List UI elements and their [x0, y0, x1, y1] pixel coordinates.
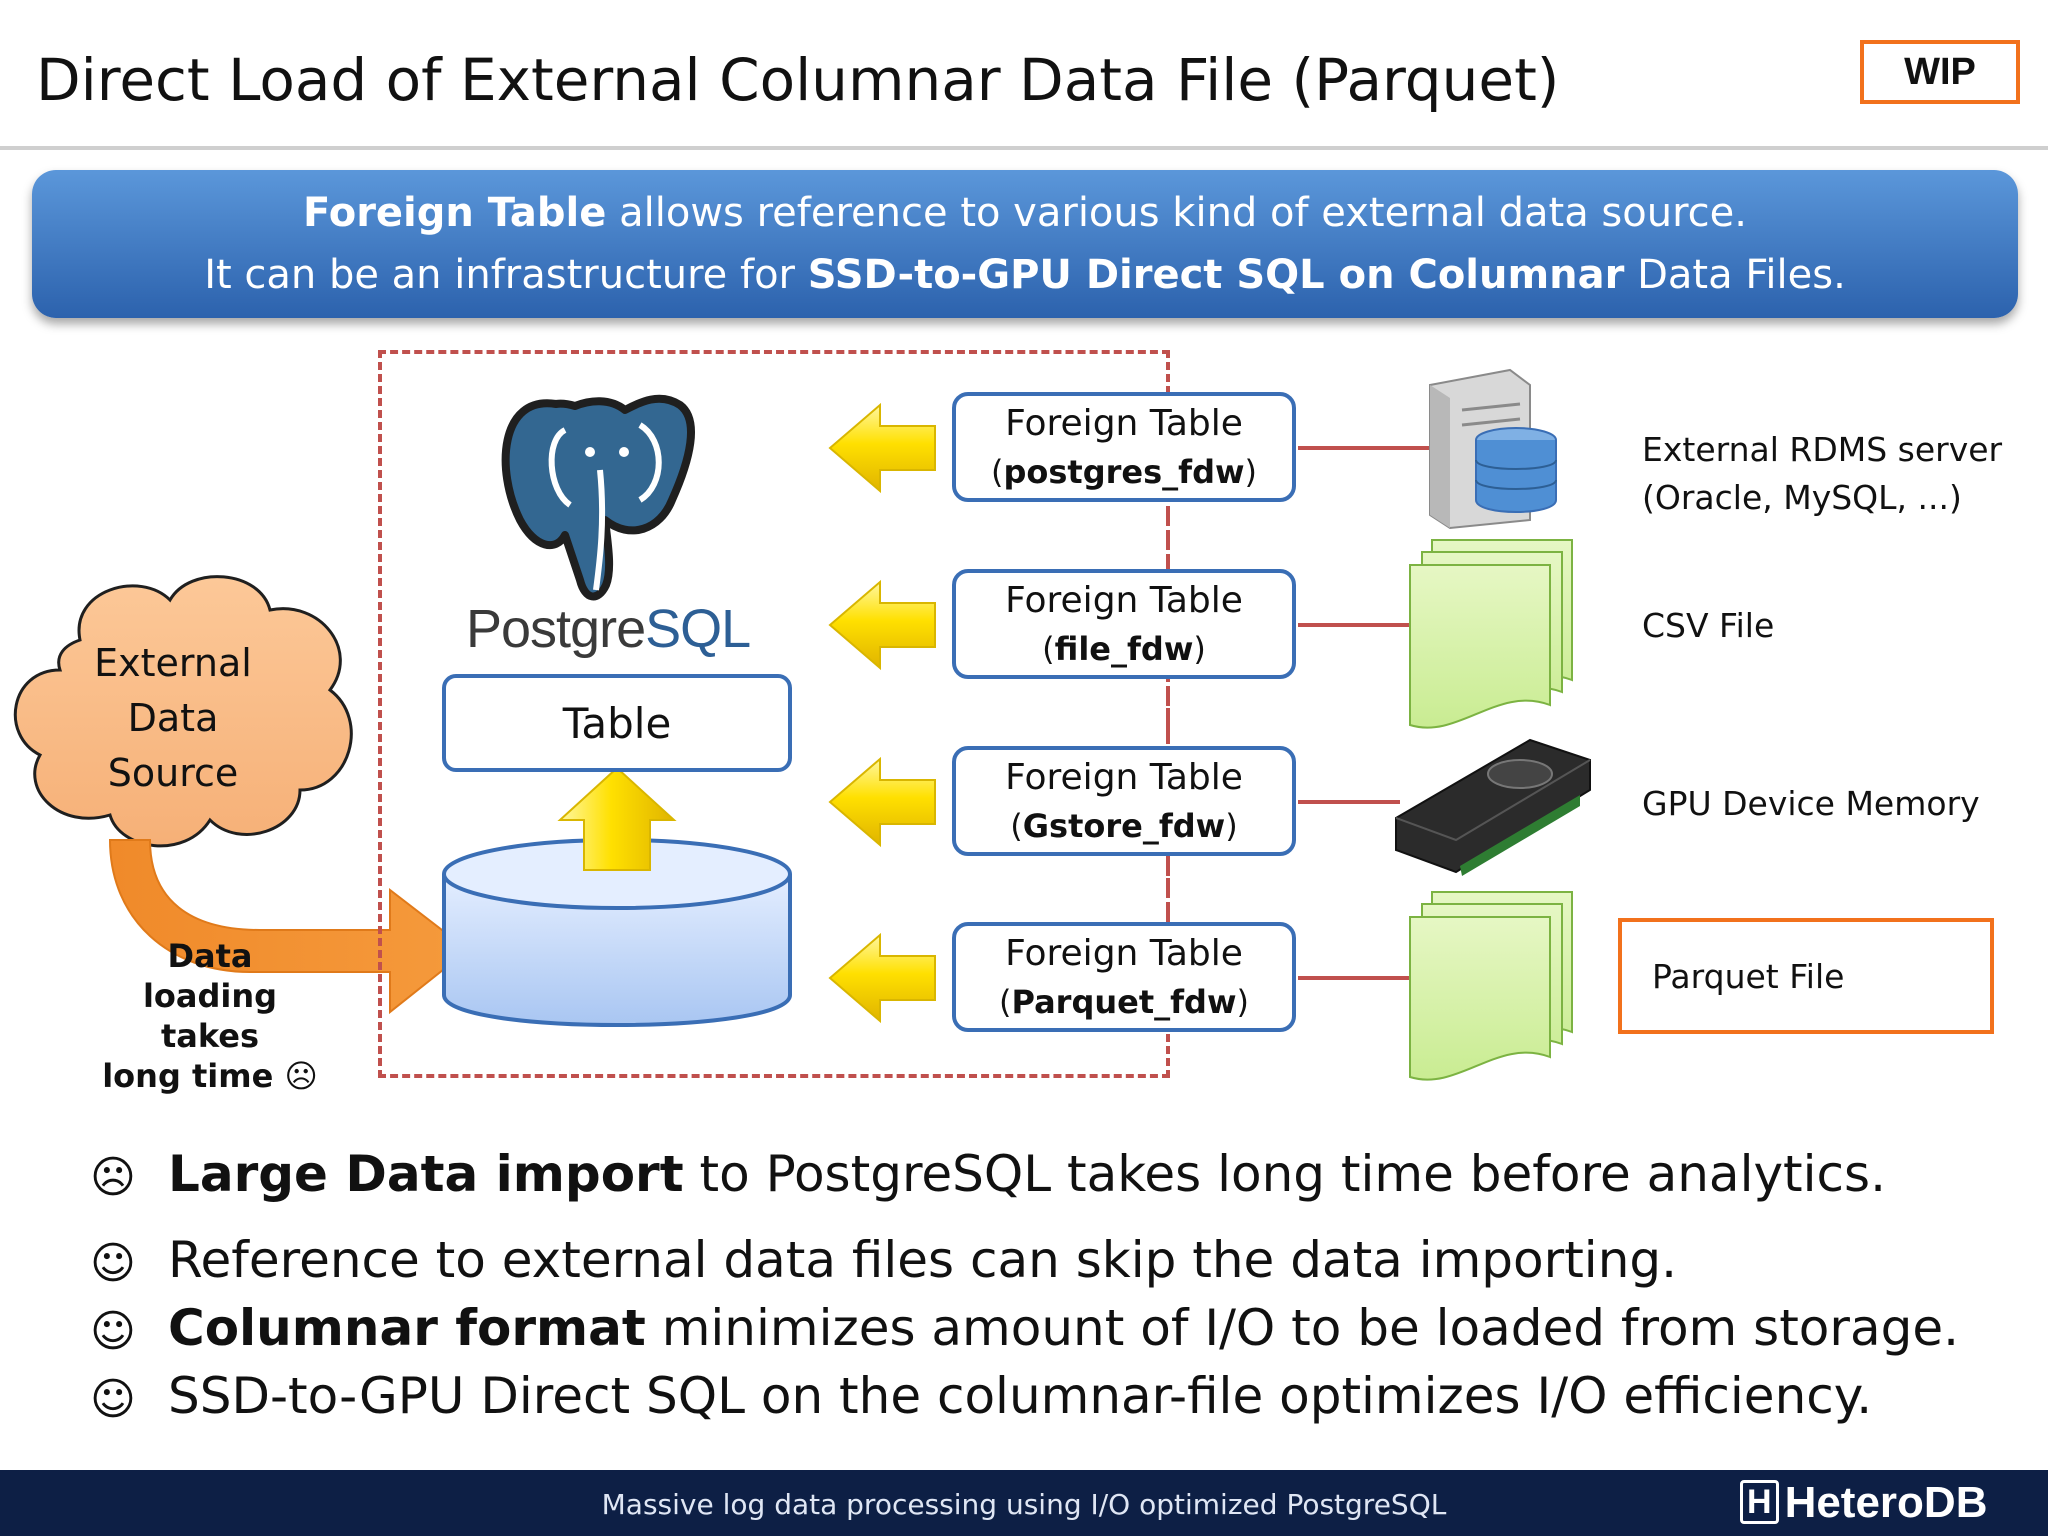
external-data-source-label: External Data Source — [60, 636, 286, 801]
bullet-text: minimizes amount of I/O to be loaded fro… — [646, 1299, 1959, 1357]
foreign-table-title: Foreign Table — [956, 930, 1292, 978]
smile-icon: ☺ — [90, 1300, 144, 1364]
paren-close: ) — [1245, 453, 1257, 491]
gpu-card-icon — [1396, 740, 1590, 876]
fdw-name: file_fdw — [1055, 630, 1194, 668]
heterodb-logo-text: HeteroDB — [1785, 1478, 1988, 1527]
loading-line-2: takes — [100, 1016, 320, 1056]
bullet-item: ☺ Reference to external data files can sk… — [90, 1228, 1677, 1296]
source-label-csv: CSV File — [1642, 602, 1774, 650]
frown-icon: ☹ — [90, 1146, 144, 1210]
bullet-text: Reference to external data files can ski… — [168, 1231, 1677, 1289]
fdw-name: postgres_fdw — [1003, 453, 1244, 491]
data-loading-note: Data loading takes long time ☹ — [100, 936, 320, 1096]
wordmark-part-a: Postgre — [466, 599, 645, 659]
table-box: Table — [442, 674, 792, 772]
source-line: External RDMS server — [1642, 426, 2002, 474]
bullet-item: ☺ Columnar format minimizes amount of I/O… — [90, 1296, 1959, 1364]
paren-close: ) — [1237, 983, 1249, 1021]
smile-icon: ☺ — [90, 1232, 144, 1296]
bullet-text: to PostgreSQL takes long time before ana… — [684, 1145, 1886, 1203]
foreign-table-file-fdw: Foreign Table (file_fdw) — [952, 569, 1296, 679]
cloud-line-2: Data — [60, 691, 286, 746]
foreign-table-title: Foreign Table — [956, 400, 1292, 448]
parquet-file-stack-icon — [1410, 892, 1572, 1080]
wordmark-part-b: SQL — [645, 599, 750, 659]
paren-close: ) — [1193, 630, 1205, 668]
loading-line-3: long time ☹ — [100, 1056, 320, 1096]
paren-open: ( — [991, 453, 1003, 491]
foreign-table-title: Foreign Table — [956, 577, 1292, 625]
paren-close: ) — [1225, 807, 1237, 845]
foreign-table-postgres-fdw: Foreign Table (postgres_fdw) — [952, 392, 1296, 502]
foreign-table-parquet-fdw: Foreign Table (Parquet_fdw) — [952, 922, 1296, 1032]
source-label-rdms: External RDMS server (Oracle, MySQL, ...… — [1642, 426, 2002, 522]
bullet-bold: Large Data import — [168, 1145, 684, 1203]
source-line: (Oracle, MySQL, ...) — [1642, 474, 2002, 522]
postgresql-wordmark: PostgreSQL — [466, 598, 750, 660]
cloud-line-3: Source — [60, 746, 286, 801]
paren-open: ( — [1042, 630, 1054, 668]
fdw-name: Parquet_fdw — [1011, 983, 1236, 1021]
smile-icon: ☺ — [90, 1368, 144, 1432]
paren-open: ( — [1010, 807, 1022, 845]
csv-file-stack-icon — [1410, 540, 1572, 728]
source-label-gpu: GPU Device Memory — [1642, 780, 1980, 828]
bullet-text: SSD-to-GPU Direct SQL on the columnar-fi… — [168, 1367, 1872, 1425]
bullet-bold: Columnar format — [168, 1299, 646, 1357]
heterodb-logo-mark-icon: H — [1740, 1480, 1779, 1524]
source-label-parquet: Parquet File — [1618, 918, 1994, 1034]
foreign-table-title: Foreign Table — [956, 754, 1292, 802]
server-database-icon — [1430, 370, 1556, 528]
bullet-item: ☺ SSD-to-GPU Direct SQL on the columnar-f… — [90, 1364, 1872, 1432]
bullet-item: ☹ Large Data import to PostgreSQL takes l… — [90, 1142, 1886, 1210]
foreign-table-gstore-fdw: Foreign Table (Gstore_fdw) — [952, 746, 1296, 856]
fdw-name: Gstore_fdw — [1023, 807, 1225, 845]
loading-line-1: Data loading — [100, 936, 320, 1016]
cloud-line-1: External — [60, 636, 286, 691]
paren-open: ( — [999, 983, 1011, 1021]
